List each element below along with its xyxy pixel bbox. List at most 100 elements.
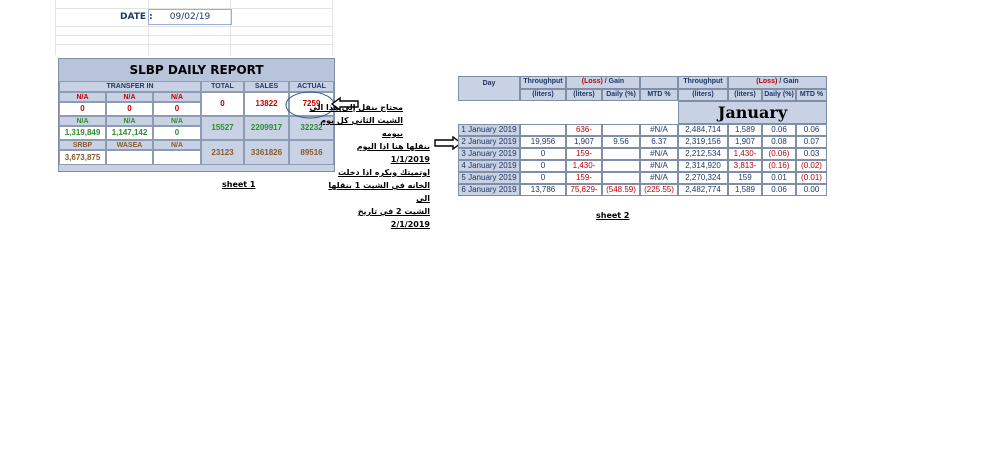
- row2-value-3[interactable]: 0: [153, 126, 201, 140]
- sheet2-row-1-day[interactable]: 1 January 2019: [458, 124, 520, 136]
- note-2-line-1: بنقلها هنا اذا اليوم 1/1/2019: [356, 142, 430, 164]
- sheet2-row-4-tp[interactable]: 0: [520, 160, 566, 172]
- sheet2-row-5-tp[interactable]: 0: [520, 172, 566, 184]
- sheet2-row-3-tp2[interactable]: 2,212,534: [678, 148, 728, 160]
- row1-label-1: N/A: [59, 92, 106, 102]
- row3-total[interactable]: 23123: [201, 140, 244, 165]
- sheet2-row-4-daily[interactable]: [602, 160, 640, 172]
- sheet2-row-2-daily2[interactable]: 0.08: [762, 136, 796, 148]
- sheet2-row-5-daily[interactable]: [602, 172, 640, 184]
- row1-sales[interactable]: 13822: [244, 92, 289, 116]
- liters-header: (liters): [520, 89, 566, 101]
- transfer-in-header: TRANSFER IN: [59, 81, 201, 92]
- sheet2-row-6-day[interactable]: 6 January 2019: [458, 184, 520, 196]
- month-band-blank: [458, 101, 678, 124]
- sheet2-row-4-mtd2[interactable]: (0.02): [796, 160, 827, 172]
- sheet2-row-3-mtd[interactable]: #N/A: [640, 148, 678, 160]
- sheet2-row-5-daily2[interactable]: 0.01: [762, 172, 796, 184]
- sheet2-row-2-mtd2[interactable]: 0.07: [796, 136, 827, 148]
- row3-label-1: SRBP: [59, 140, 106, 150]
- sheet2-row-3-day[interactable]: 3 January 2019: [458, 148, 520, 160]
- row2-actual[interactable]: 32232: [289, 116, 334, 140]
- sheet2-row-5-tp2[interactable]: 2,270,324: [678, 172, 728, 184]
- sheet2-row-6-daily2[interactable]: 0.06: [762, 184, 796, 196]
- actual-header: ACTUAL: [289, 81, 334, 92]
- sheet2-row-1-mtd2[interactable]: 0.06: [796, 124, 827, 136]
- sheet2-row-6-tp2[interactable]: 2,482,774: [678, 184, 728, 196]
- sheet2-row-1-daily2[interactable]: 0.06: [762, 124, 796, 136]
- daily-header: Daily (%): [602, 89, 640, 101]
- sheet2-row-1-tp[interactable]: [520, 124, 566, 136]
- sheet2-table: Day Throughput (Loss) / Gain Throughput …: [458, 76, 828, 196]
- day-header: Day: [458, 76, 520, 101]
- sheet2-row-6-daily[interactable]: (548.59): [602, 184, 640, 196]
- row3-label-3: N/A: [153, 140, 201, 150]
- date-cell[interactable]: 09/02/19: [148, 9, 232, 25]
- sheet2-row-2-lg[interactable]: 1,907: [566, 136, 602, 148]
- sheet2-row-5-lg[interactable]: 159-: [566, 172, 602, 184]
- sheet2-row-1-lg[interactable]: 636-: [566, 124, 602, 136]
- date-label: DATE :: [120, 12, 153, 22]
- note-1: محتاج بنقل إلى هذا الى الشيت الثاني كل ي…: [300, 101, 403, 140]
- row3-value-1[interactable]: 3,673,875: [59, 150, 106, 165]
- sheet2-row-6-lg2[interactable]: 1,589: [728, 184, 762, 196]
- sheet2-row-2-lg2[interactable]: 1,907: [728, 136, 762, 148]
- sheet2-row-4-day[interactable]: 4 January 2019: [458, 160, 520, 172]
- sheet2-row-3-daily[interactable]: [602, 148, 640, 160]
- sheet2-row-4-lg[interactable]: 1,430-: [566, 160, 602, 172]
- row1-value-1[interactable]: 0: [59, 102, 106, 116]
- gain-label: / Gain: [604, 78, 625, 85]
- row1-total[interactable]: 0: [201, 92, 244, 116]
- note-2-line-3: الخانه في الشيت 1 بنقلها الى: [328, 181, 430, 203]
- sheet2-row-3-lg[interactable]: 159-: [566, 148, 602, 160]
- row2-sales[interactable]: 2209917: [244, 116, 289, 140]
- sheet2-row-1-mtd[interactable]: #N/A: [640, 124, 678, 136]
- sheet2-row-6-lg[interactable]: 75,629-: [566, 184, 602, 196]
- loss-label: (Loss): [581, 78, 603, 85]
- sheet2-row-4-daily2[interactable]: (0.16): [762, 160, 796, 172]
- sheet2-row-3-daily2[interactable]: (0.06): [762, 148, 796, 160]
- row3-value-3[interactable]: [153, 150, 201, 165]
- sheet2-row-5-mtd[interactable]: #N/A: [640, 172, 678, 184]
- daily2-header: Daily (%): [762, 89, 796, 101]
- sheet2-row-3-lg2[interactable]: 1,430-: [728, 148, 762, 160]
- sheet2-row-2-day[interactable]: 2 January 2019: [458, 136, 520, 148]
- throughput-header: Throughput: [520, 76, 566, 89]
- loss2-label: (Loss): [756, 78, 778, 85]
- sheet2-row-6-tp[interactable]: 13,786: [520, 184, 566, 196]
- sheet2-row-1-daily[interactable]: [602, 124, 640, 136]
- row3-value-2[interactable]: [106, 150, 153, 165]
- row1-value-2[interactable]: 0: [106, 102, 153, 116]
- row2-total[interactable]: 15527: [201, 116, 244, 140]
- sheet2-row-4-tp2[interactable]: 2,314,920: [678, 160, 728, 172]
- sheet2-row-2-tp2[interactable]: 2,319,156: [678, 136, 728, 148]
- loss-gain2-header: (Loss) / Gain: [728, 76, 827, 89]
- sheet2-row-4-mtd[interactable]: #N/A: [640, 160, 678, 172]
- sheet2-row-5-day[interactable]: 5 January 2019: [458, 172, 520, 184]
- sheet2-row-2-tp[interactable]: 19,956: [520, 136, 566, 148]
- row2-label-2: N/A: [106, 116, 153, 126]
- row2-value-2[interactable]: 1,147,142: [106, 126, 153, 140]
- sheet2-row-1-lg2[interactable]: 1,589: [728, 124, 762, 136]
- sheet2-row-1-tp2[interactable]: 2,484,714: [678, 124, 728, 136]
- sheet2-row-6-mtd[interactable]: (225.55): [640, 184, 678, 196]
- sheet2-row-5-mtd2[interactable]: (0.01): [796, 172, 827, 184]
- row1-value-3[interactable]: 0: [153, 102, 201, 116]
- sheet2-row-5-lg2[interactable]: 159: [728, 172, 762, 184]
- row2-value-1[interactable]: 1,319,849: [59, 126, 106, 140]
- sheet2-row-4-lg2[interactable]: 3,813-: [728, 160, 762, 172]
- blank-header: [640, 76, 678, 89]
- sheet2-row-3-mtd2[interactable]: 0.03: [796, 148, 827, 160]
- sheet2-row-2-daily[interactable]: 9.56: [602, 136, 640, 148]
- row2-label-3: N/A: [153, 116, 201, 126]
- liters2-b-header: (liters): [728, 89, 762, 101]
- row3-sales[interactable]: 3361826: [244, 140, 289, 165]
- liters-b-header: (liters): [566, 89, 602, 101]
- sheet2-row-2-mtd[interactable]: 6.37: [640, 136, 678, 148]
- sheet2-row-3-tp[interactable]: 0: [520, 148, 566, 160]
- row2-label-1: N/A: [59, 116, 106, 126]
- row3-actual[interactable]: 89516: [289, 140, 334, 165]
- sheet2-row-6-mtd2[interactable]: 0.00: [796, 184, 827, 196]
- sheet1-report: SLBP DAILY REPORT TRANSFER IN TOTAL SALE…: [58, 58, 335, 172]
- loss-gain-header: (Loss) / Gain: [566, 76, 640, 89]
